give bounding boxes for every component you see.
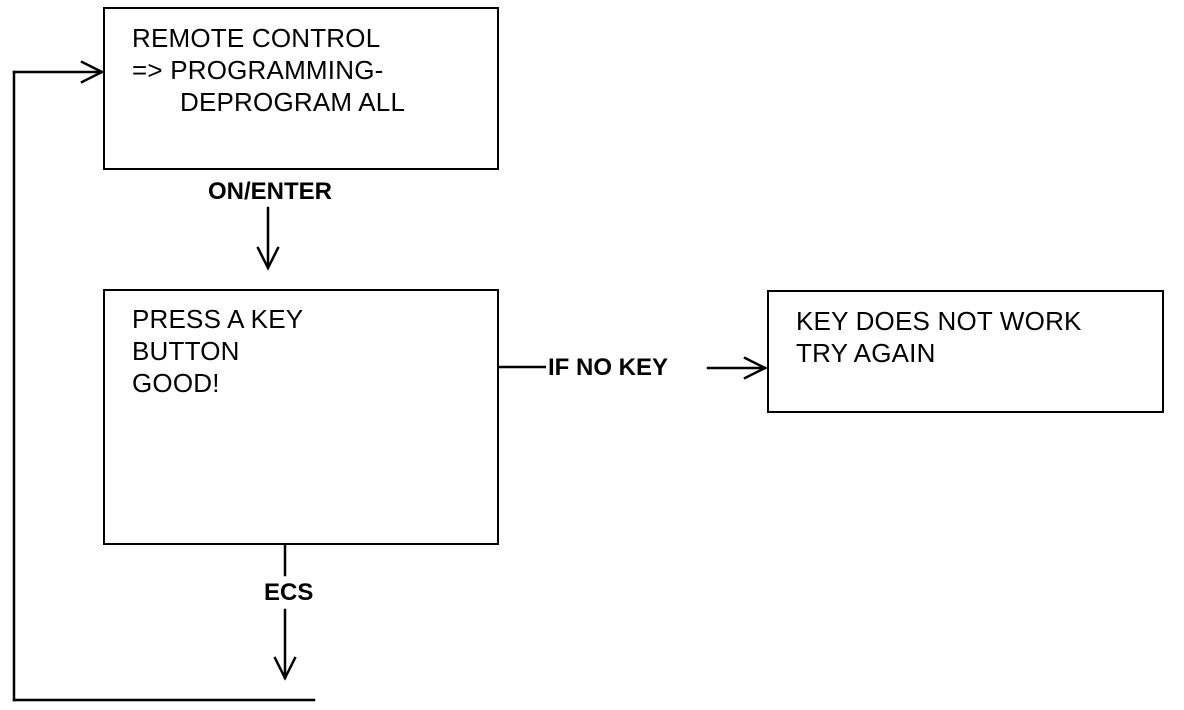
error-box <box>767 290 1164 413</box>
menu-box <box>103 7 499 170</box>
error-line-2: TRY AGAIN <box>796 338 936 368</box>
press-key-box-text: PRESS A KEY BUTTON GOOD! <box>132 303 303 399</box>
press-key-line-1: PRESS A KEY <box>132 304 304 334</box>
on-enter-arrowhead <box>256 246 280 271</box>
press-key-box <box>103 289 499 545</box>
loop-top-arrowhead <box>80 60 105 84</box>
if-no-key-label: IF NO KEY <box>546 354 671 382</box>
ecs-arrowhead <box>273 656 297 681</box>
menu-line-1: REMOTE CONTROL <box>132 23 381 53</box>
error-box-text: KEY DOES NOT WORK TRY AGAIN <box>796 305 1082 369</box>
menu-line-2: => PROGRAMMING- <box>132 55 384 85</box>
ecs-label: ECS <box>262 579 316 607</box>
if-no-key-arrowhead <box>743 356 768 380</box>
on-enter-label: ON/ENTER <box>208 178 333 205</box>
press-key-line-2: BUTTON <box>132 336 240 366</box>
press-key-line-3: GOOD! <box>132 368 220 398</box>
menu-box-text: REMOTE CONTROL => PROGRAMMING- DEPROGRAM… <box>132 22 405 118</box>
error-line-1: KEY DOES NOT WORK <box>796 306 1082 336</box>
menu-line-3: DEPROGRAM ALL <box>180 87 406 117</box>
